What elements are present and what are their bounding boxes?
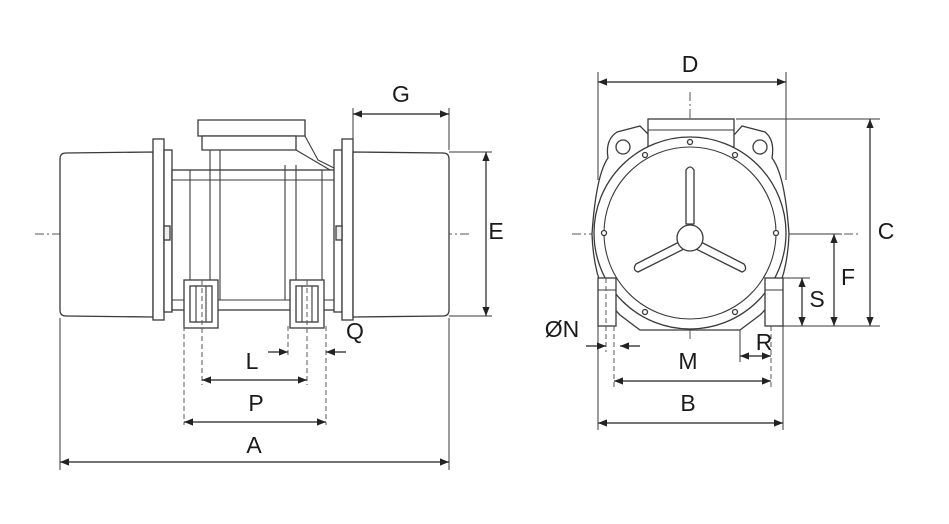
end-view: D C F S ØN M R B [545, 51, 895, 430]
top-right-lug [752, 139, 768, 155]
right-mounting-foot [289, 279, 325, 329]
label-c: C [878, 218, 895, 244]
label-a: A [246, 432, 262, 458]
terminal-box-base [201, 135, 297, 151]
left-mounting-foot [183, 279, 219, 329]
side-view: A P L Q G E [35, 81, 504, 470]
label-f: F [841, 264, 855, 290]
top-left-lug [615, 139, 631, 155]
label-l: L [246, 348, 259, 374]
end-view-left-foot [597, 277, 617, 327]
label-m: M [678, 348, 697, 374]
right-flange [341, 138, 354, 321]
left-flange [152, 138, 165, 321]
terminal-box [197, 119, 306, 137]
label-s: S [809, 286, 824, 312]
label-b: B [680, 390, 695, 416]
label-n: ØN [545, 316, 580, 342]
label-r: R [756, 329, 773, 355]
end-view-right-foot [764, 277, 784, 327]
label-p: P [248, 390, 263, 416]
eccentric-weight-spokes [633, 166, 747, 273]
label-e: E [488, 218, 503, 244]
label-g: G [392, 81, 410, 107]
left-flange-tab [163, 225, 171, 241]
right-end-cover [352, 151, 450, 318]
label-q: Q [346, 318, 364, 344]
label-d: D [682, 51, 699, 77]
right-flange-tab [335, 225, 343, 241]
flange-bolts [600, 138, 780, 316]
left-end-cover [59, 151, 154, 318]
